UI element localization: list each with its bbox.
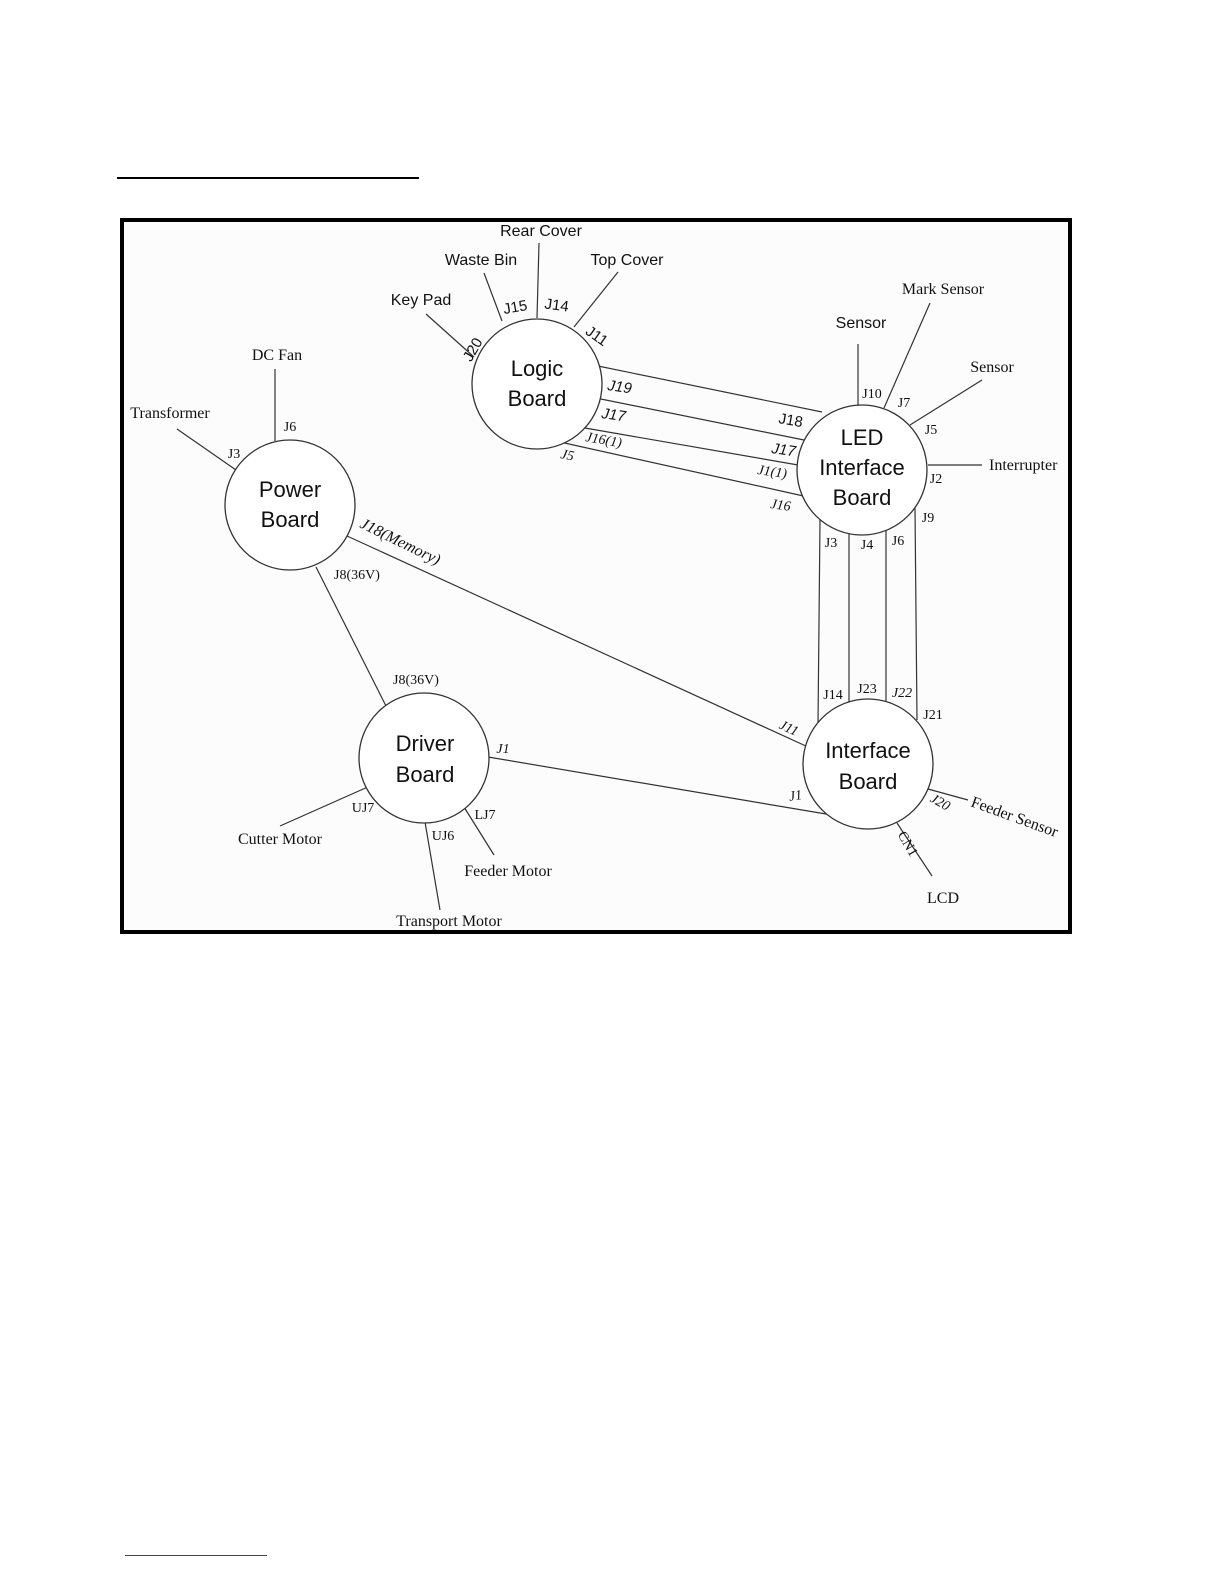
- interface-board-label-2: Board: [839, 769, 898, 794]
- pin-logic-j19: J19: [605, 377, 633, 397]
- label-mark-sensor: Mark Sensor: [902, 281, 985, 298]
- interface-board-label-1: Interface: [825, 738, 911, 763]
- interface-board-circle: [802, 698, 934, 830]
- wire-mark-sensor: [883, 302, 931, 409]
- power-board: Power Board: [224, 439, 356, 571]
- pin-led-j4: J4: [861, 538, 873, 553]
- wire-sensor-right: [909, 379, 983, 426]
- logic-board-label-1: Logic: [511, 356, 564, 381]
- label-key-pad: Key Pad: [391, 292, 451, 309]
- interface-board: Interface Board: [802, 698, 934, 830]
- label-feeder-motor: Feeder Motor: [464, 863, 552, 880]
- wire-lcd: [896, 822, 933, 877]
- led-interface-board-circle: [796, 404, 928, 536]
- pin-driver-uj7: UJ7: [352, 801, 375, 816]
- label-sensor-right: Sensor: [970, 359, 1014, 376]
- wire-key-pad: [425, 313, 475, 358]
- pin-logic-j17: J17: [599, 405, 627, 425]
- wire-cutter-motor: [279, 785, 371, 827]
- wire-feeder-sensor: [927, 788, 969, 801]
- wire-logic-j17-led-j17: [595, 397, 805, 441]
- pin-power-j6: J6: [284, 420, 296, 435]
- wire-led-j3-if-j14: [817, 519, 821, 725]
- logic-board-circle: [471, 318, 603, 450]
- wire-power-j8-driver-j8: [315, 566, 387, 707]
- pin-driver-uj6: UJ6: [432, 829, 455, 844]
- label-cutter-motor: Cutter Motor: [238, 831, 323, 848]
- label-lcd: LCD: [927, 890, 959, 907]
- pin-led-j5: J5: [925, 423, 937, 438]
- pin-if-j14: J14: [823, 688, 842, 703]
- led-interface-board-label-1: LED: [841, 425, 884, 450]
- pin-driver-j8-36v: J8(36V): [393, 673, 439, 688]
- pin-logic-j16-1: J16(1): [584, 430, 623, 451]
- pin-if-j1: J1: [788, 788, 803, 805]
- wire-waste-bin: [483, 272, 503, 322]
- wire-logic-j16-led-j1: [584, 427, 799, 466]
- diagram-frame: [120, 218, 1072, 934]
- pin-if-j11: J11: [777, 718, 801, 740]
- pin-logic-j15: J15: [502, 297, 529, 318]
- wires: [176, 242, 983, 911]
- led-interface-board: LED Interface Board: [796, 404, 928, 536]
- pin-led-j9: J9: [922, 511, 934, 526]
- wire-rear-cover: [536, 242, 540, 319]
- power-board-circle: [224, 439, 356, 571]
- pin-led-j6: J6: [892, 534, 904, 549]
- pin-if-j23: J23: [857, 682, 876, 697]
- pin-if-j21: J21: [923, 708, 942, 723]
- pin-led-j1-1: J1(1): [756, 463, 788, 482]
- driver-board-circle: [358, 692, 490, 824]
- pin-logic-j14: J14: [543, 295, 569, 315]
- label-interrupter: Interrupter: [989, 457, 1058, 474]
- driver-board-label-2: Board: [396, 762, 455, 787]
- led-interface-board-label-2: Interface: [819, 455, 905, 480]
- heading-underline: [117, 177, 419, 179]
- pin-power-j3: J3: [228, 447, 240, 462]
- pin-if-j22: J22: [892, 686, 912, 701]
- pin-driver-j1: J1: [496, 742, 509, 757]
- wire-logic-j5-led-j16: [559, 441, 809, 498]
- pin-led-j10: J10: [862, 387, 881, 402]
- wire-top-cover: [573, 271, 619, 328]
- label-rear-cover: Rear Cover: [500, 223, 582, 240]
- wire-power-j18-if-j11: [346, 535, 809, 748]
- pin-logic-j5: J5: [559, 447, 575, 464]
- logic-board-label-2: Board: [508, 386, 567, 411]
- led-interface-board-label-3: Board: [833, 485, 892, 510]
- wire-feeder-motor: [463, 806, 495, 856]
- wire-driver-j1-if-j1: [487, 756, 827, 815]
- label-sensor-top: Sensor: [836, 315, 887, 332]
- power-board-label-1: Power: [259, 477, 321, 502]
- pin-led-j7: J7: [898, 396, 910, 411]
- driver-board-label-1: Driver: [396, 731, 455, 756]
- wire-led-j9-if-j21: [914, 507, 918, 721]
- footer-link-underline: [125, 1555, 267, 1556]
- label-top-cover: Top Cover: [591, 252, 665, 269]
- pin-power-j8-36v: J8(36V): [334, 568, 380, 583]
- label-waste-bin: Waste Bin: [445, 252, 517, 269]
- label-transformer: Transformer: [130, 405, 210, 422]
- pin-led-j2: J2: [930, 472, 942, 487]
- pin-led-j3: J3: [825, 536, 837, 551]
- wire-logic-j19-led-j18: [597, 365, 823, 413]
- wire-transport-motor: [424, 821, 441, 911]
- pin-led-j16: J16: [769, 497, 791, 515]
- pin-led-j17: J17: [769, 440, 797, 460]
- wire-transformer: [176, 428, 237, 471]
- label-transport-motor: Transport Motor: [396, 913, 502, 930]
- pin-driver-lj7: LJ7: [475, 808, 496, 823]
- label-dc-fan: DC Fan: [252, 347, 302, 364]
- driver-board: Driver Board: [358, 692, 490, 824]
- power-board-label-2: Board: [261, 507, 320, 532]
- pin-led-j18: J18: [777, 410, 804, 431]
- logic-board: Logic Board: [471, 318, 603, 450]
